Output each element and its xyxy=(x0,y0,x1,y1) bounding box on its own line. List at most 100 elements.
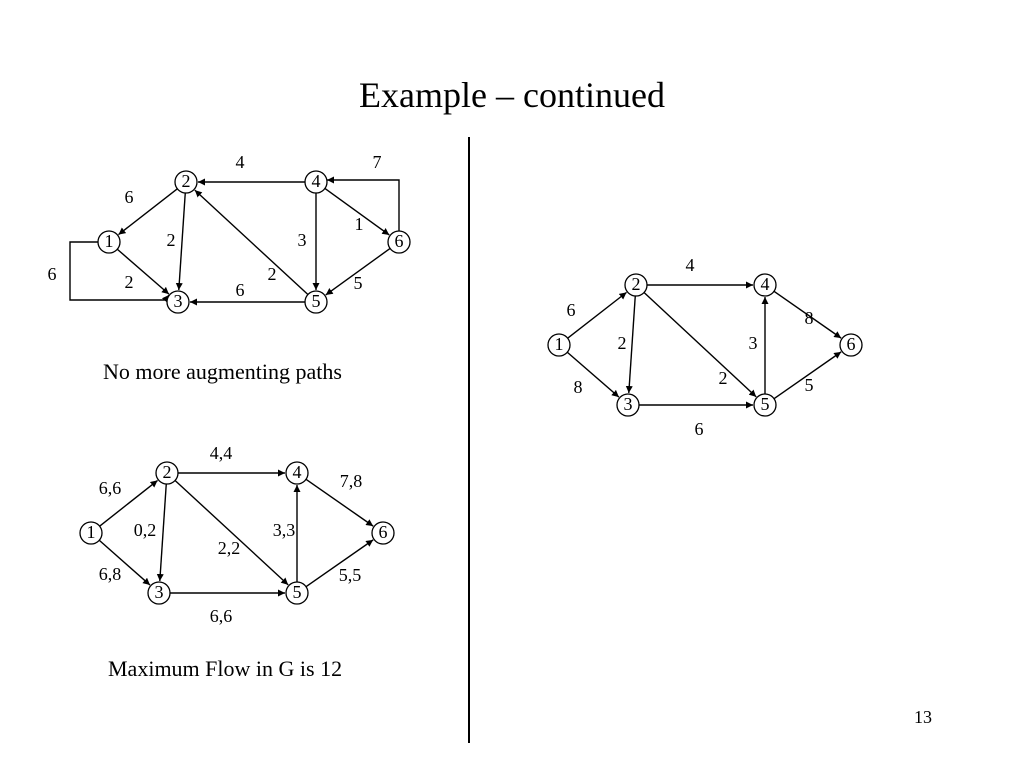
edge-4-6 xyxy=(773,290,842,339)
edge-2-5 xyxy=(643,291,757,398)
node-5: 5 xyxy=(753,393,777,417)
edge-5-2 xyxy=(194,189,309,296)
node-label: 6 xyxy=(379,522,388,542)
edge-label-1-2: 6 xyxy=(567,300,576,320)
edge-4-6 xyxy=(324,187,390,236)
node-5: 5 xyxy=(304,290,328,314)
node-1: 1 xyxy=(547,333,571,357)
node-label: 1 xyxy=(105,231,114,251)
edge-2-1 xyxy=(118,188,178,236)
node-2: 2 xyxy=(155,461,179,485)
node-circle xyxy=(371,521,395,545)
node-circle xyxy=(155,461,179,485)
edge-2-5 xyxy=(174,479,289,586)
node-circle xyxy=(547,333,571,357)
node-circle xyxy=(166,290,190,314)
node-circle xyxy=(753,393,777,417)
edge-label-2-3: 2 xyxy=(618,333,627,353)
node-circle xyxy=(624,273,648,297)
node-label: 5 xyxy=(293,582,302,602)
edge-label-2-3: 0,2 xyxy=(134,520,157,540)
node-label: 6 xyxy=(847,334,856,354)
edge-label-2-3: 2 xyxy=(167,230,176,250)
node-label: 4 xyxy=(293,462,302,482)
node-label: 4 xyxy=(761,274,770,294)
edge-1-1 xyxy=(69,241,170,303)
edge-label-1-2: 6,6 xyxy=(99,478,122,498)
edge-label-3-5: 6,6 xyxy=(210,606,233,626)
edge-label-5-2: 2 xyxy=(268,264,277,284)
node-4: 4 xyxy=(753,273,777,297)
node-2: 2 xyxy=(624,273,648,297)
node-6: 6 xyxy=(839,333,863,357)
node-circle xyxy=(304,290,328,314)
edge-label-5-4: 3 xyxy=(749,333,758,353)
edge-label-4-6: 1 xyxy=(355,214,364,234)
node-label: 5 xyxy=(312,291,321,311)
node-circle xyxy=(387,230,411,254)
edge-6-5 xyxy=(325,247,391,296)
edge-label-1-3: 6,8 xyxy=(99,564,122,584)
node-4: 4 xyxy=(304,170,328,194)
page-number: 13 xyxy=(914,707,932,727)
edge-label-2-5: 2 xyxy=(719,368,728,388)
edge-label-2-1: 6 xyxy=(125,187,134,207)
node-2: 2 xyxy=(174,170,198,194)
node-4: 4 xyxy=(285,461,309,485)
node-label: 3 xyxy=(624,394,633,414)
residual-caption: No more augmenting paths xyxy=(103,359,342,384)
edge-label-4-5: 3 xyxy=(298,230,307,250)
node-label: 6 xyxy=(395,231,404,251)
edge-1-3 xyxy=(116,248,170,295)
edge-label-3-5: 6 xyxy=(695,419,704,439)
node-label: 5 xyxy=(761,394,770,414)
edge-label-4-6: 8 xyxy=(805,308,814,328)
slide-title: Example – continued xyxy=(359,75,665,115)
edge-label-1-1: 6 xyxy=(48,264,57,284)
edge-label-1-3: 8 xyxy=(574,377,583,397)
node-circle xyxy=(616,393,640,417)
node-circle xyxy=(79,521,103,545)
node-1: 1 xyxy=(79,521,103,545)
node-label: 2 xyxy=(632,274,641,294)
node-label: 3 xyxy=(155,582,164,602)
node-circle xyxy=(97,230,121,254)
edge-2-3 xyxy=(156,483,167,582)
node-label: 4 xyxy=(312,171,321,191)
node-3: 3 xyxy=(166,290,190,314)
node-5: 5 xyxy=(285,581,309,605)
edge-1-3 xyxy=(566,351,620,398)
vertical-divider xyxy=(468,137,470,743)
edge-1-3 xyxy=(98,539,151,586)
node-label: 1 xyxy=(87,522,96,542)
node-circle xyxy=(174,170,198,194)
node-circle xyxy=(285,581,309,605)
edge-1-2 xyxy=(567,291,627,339)
edge-4-6 xyxy=(305,478,374,527)
node-1: 1 xyxy=(97,230,121,254)
edge-2-3 xyxy=(175,192,186,291)
edge-label-6-4: 7 xyxy=(373,152,382,172)
network-graph: 6 8 2 4 2 3 6 8 5 1 2 3 4 5 6 xyxy=(547,255,863,439)
edge-label-5-6: 5 xyxy=(805,375,814,395)
max-flow-caption: Maximum Flow in G is 12 xyxy=(108,656,343,681)
node-label: 1 xyxy=(555,334,564,354)
edge-label-2-4: 4 xyxy=(686,255,695,275)
edge-label-1-3: 2 xyxy=(125,272,134,292)
node-circle xyxy=(753,273,777,297)
node-3: 3 xyxy=(147,581,171,605)
edge-label-5-3: 6 xyxy=(236,280,245,300)
node-6: 6 xyxy=(387,230,411,254)
edge-6-4 xyxy=(327,176,400,231)
edge-label-4-6: 7,8 xyxy=(340,471,363,491)
edge-1-2 xyxy=(99,479,159,527)
edge-2-3 xyxy=(625,295,636,394)
edge-label-5-6: 5,5 xyxy=(339,565,362,585)
edge-label-5-4: 3,3 xyxy=(273,520,296,540)
node-label: 2 xyxy=(182,171,191,191)
node-6: 6 xyxy=(371,521,395,545)
node-circle xyxy=(839,333,863,357)
node-label: 3 xyxy=(174,291,183,311)
